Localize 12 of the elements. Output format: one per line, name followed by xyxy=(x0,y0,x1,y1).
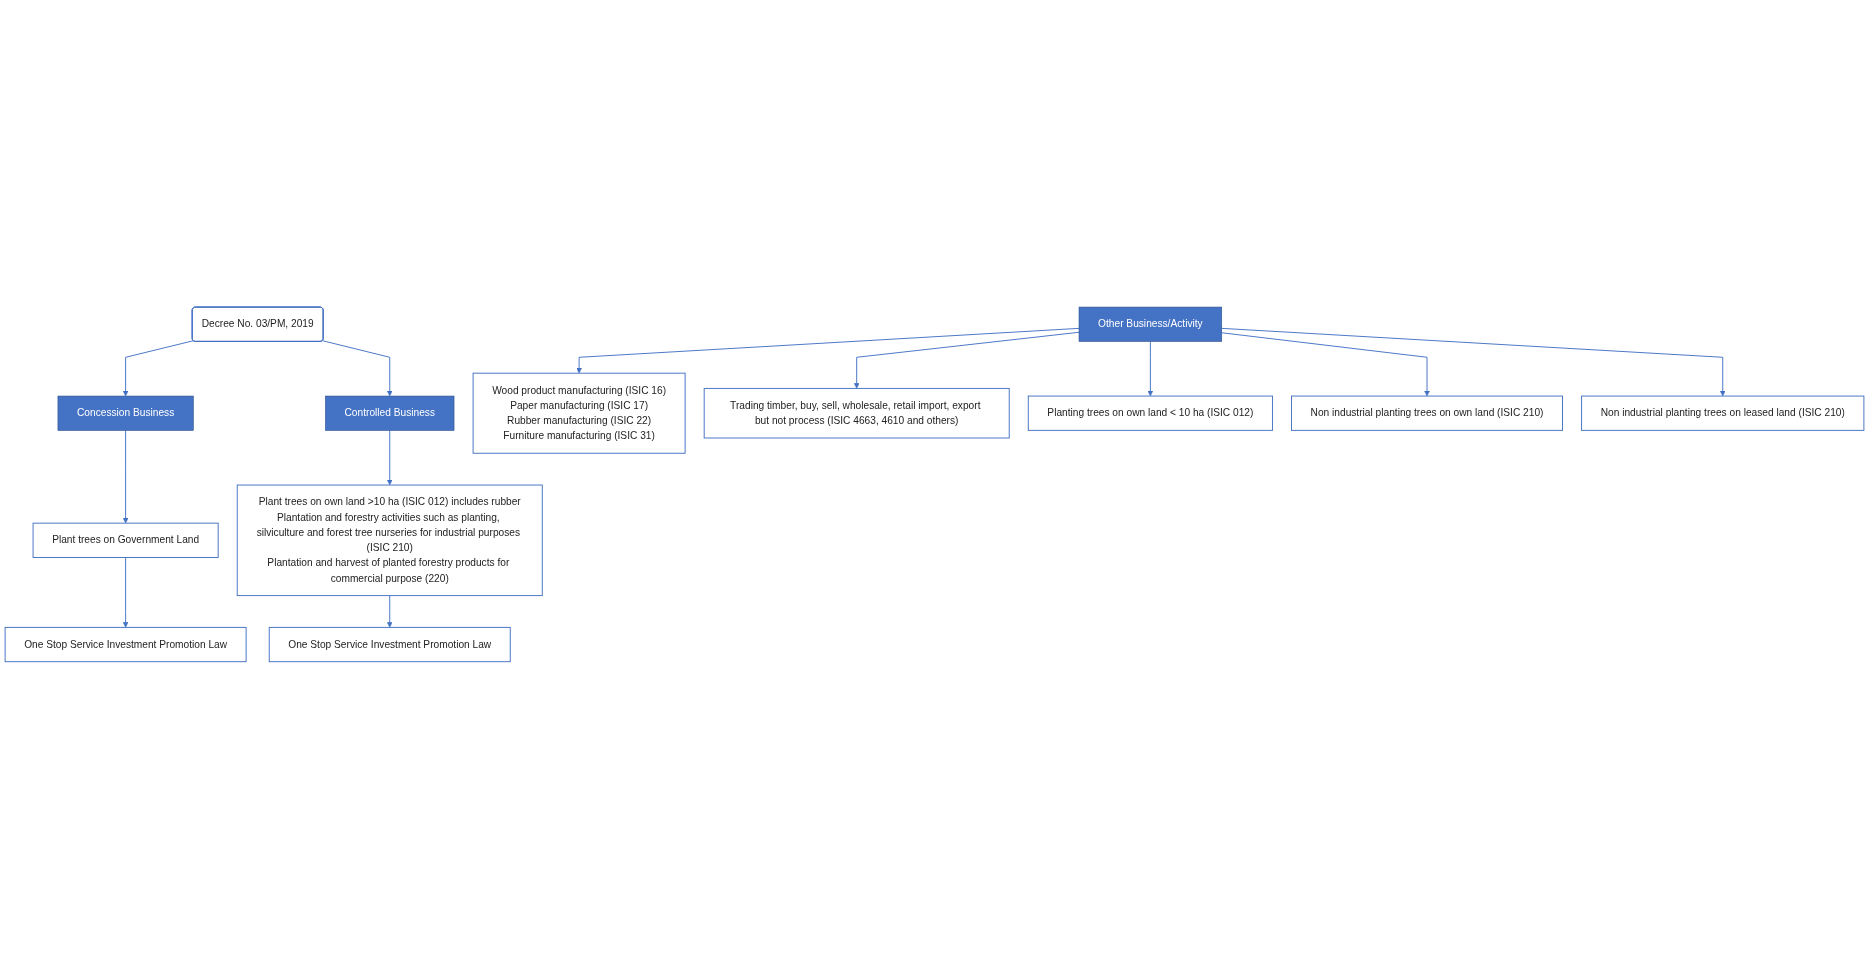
node-box: Non industrial planting trees on leased land (ISIC 210) xyxy=(1581,395,1865,431)
node-box: Controlled Business xyxy=(325,395,455,431)
node-box: Plant trees on own land >10 ha (ISIC 012) includes rubber Plantation and forestry activities such as planting, silviculture and forest tree nurseries for industrial purposes (ISIC 210) Plantation and harvest of planted forestry products for commercial purpose (220) xyxy=(236,484,543,597)
node-box: One Stop Service Investment Promotion Law xyxy=(268,627,511,663)
node-box: Non industrial planting trees on own land (ISIC 210) xyxy=(1291,395,1563,431)
node-box: Plant trees on Government Land xyxy=(32,522,219,559)
node-box: Other Business/Activity xyxy=(1078,306,1222,342)
node-box: Trading timber, buy, sell, wholesale, retail import, export but not process (ISIC 4663, 4610 and others) xyxy=(703,388,1010,439)
node-box: Wood product manufacturing (ISIC 16) Paper manufacturing (ISIC 17) Rubber manufacturing (ISIC 22) Furniture manufacturing (ISIC 31) xyxy=(472,372,686,454)
node-box: Concession Business xyxy=(57,395,194,431)
node-box: Planting trees on own land < 10 ha (ISIC 012) xyxy=(1027,395,1273,431)
node-box: One Stop Service Investment Promotion Law xyxy=(4,627,247,663)
